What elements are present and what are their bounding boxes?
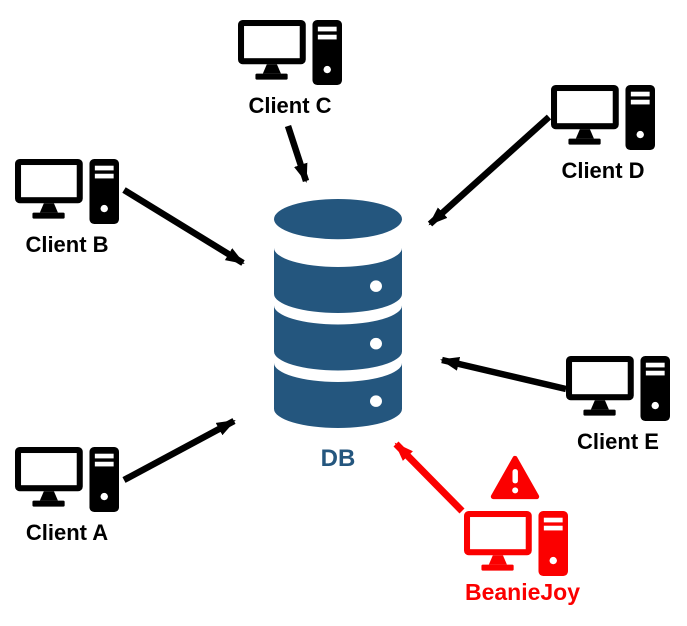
node-label-beaniejoy: BeanieJoy xyxy=(464,579,581,605)
node-label-client-b: Client B xyxy=(25,232,109,257)
desktop-computer-icon xyxy=(238,20,342,87)
node-client-e: Client E xyxy=(566,356,670,455)
arrow-client-a-to-db xyxy=(122,418,236,483)
arrow-client-b-to-db xyxy=(122,187,245,266)
arrow-client-e-to-db xyxy=(440,356,567,393)
arrow-client-d-to-db xyxy=(427,114,552,227)
node-client-b: Client B xyxy=(15,159,119,258)
node-client-a: Client A xyxy=(15,447,119,546)
node-beaniejoy: BeanieJoy xyxy=(455,455,590,615)
desktop-computer-icon xyxy=(551,85,655,152)
desktop-computer-icon xyxy=(464,511,568,578)
node-label-db: DB xyxy=(320,445,356,472)
desktop-computer-icon xyxy=(15,447,119,514)
arrow-beaniejoy-to-db xyxy=(393,441,465,514)
node-label-client-e: Client E xyxy=(577,429,659,454)
node-client-c: Client C xyxy=(238,20,342,119)
database-cylinder-icon xyxy=(273,198,403,428)
arrow-client-c-to-db xyxy=(284,124,310,183)
node-db: DB xyxy=(273,198,403,473)
node-label-client-a: Client A xyxy=(25,520,109,545)
desktop-computer-icon xyxy=(15,159,119,226)
node-client-d: Client D xyxy=(551,85,655,184)
desktop-computer-icon xyxy=(566,356,670,423)
node-label-client-c: Client C xyxy=(248,93,332,118)
node-label-client-d: Client D xyxy=(561,158,645,183)
